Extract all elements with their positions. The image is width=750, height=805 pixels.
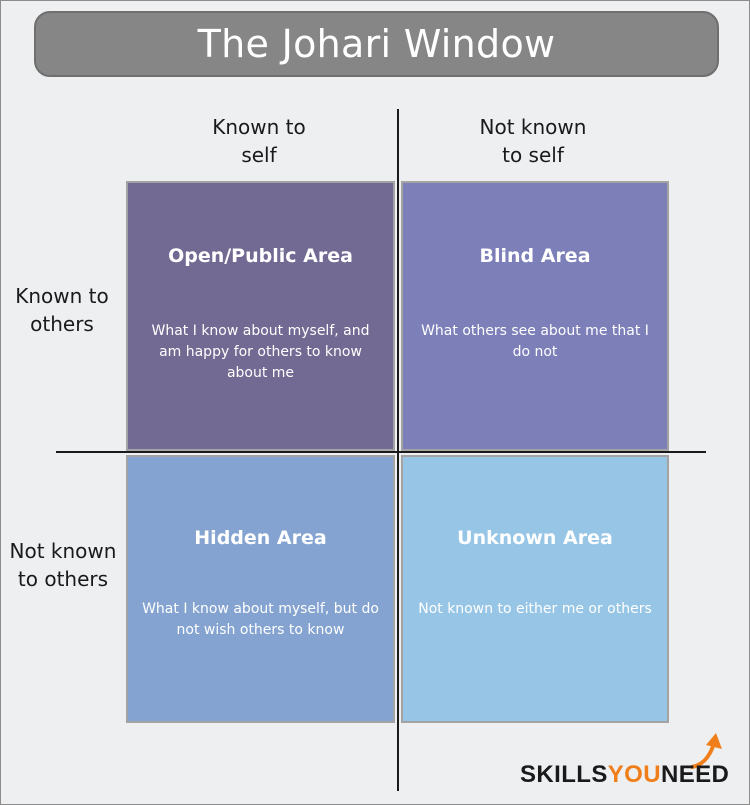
diagram-title: The Johari Window [197,22,556,66]
quadrant-description: What I know about myself, and am happy f… [151,323,370,381]
logo-word-need: NEED [660,761,730,788]
quadrant-heading: Open/Public Area [168,245,353,267]
logo-word-skills: SKILLS [520,761,608,788]
row-label-not-known-to-others: Not known to others [9,539,117,591]
quadrant-hidden-area: Hidden Area What I know about myself, bu… [126,455,395,723]
skills-you-need-logo: SKILLSYOUNEED [520,731,740,791]
title-bar: The Johari Window [34,11,719,77]
vertical-axis-line [397,109,399,791]
quadrant-description: What I know about myself, but do not wis… [142,601,379,638]
quadrant-heading: Unknown Area [457,527,613,549]
upward-arrow-icon [690,733,722,769]
column-label-not-known-to-self: Not known to self [479,115,587,167]
quadrant-blind-area: Blind Area What others see about me that… [401,181,669,451]
logo-word-you: YOU [607,761,661,788]
horizontal-axis-line [56,451,706,453]
quadrant-description: Not known to either me or others [418,601,652,617]
quadrant-heading: Blind Area [479,245,591,267]
quadrant-description: What others see about me that I do not [421,323,649,360]
quadrant-unknown-area: Unknown Area Not known to either me or o… [401,455,669,723]
quadrant-open-public-area: Open/Public Area What I know about mysel… [126,181,395,451]
row-label-known-to-others: Known to others [15,284,109,336]
quadrant-heading: Hidden Area [194,527,327,549]
logo-wordmark: SKILLSYOUNEED [520,761,729,789]
column-label-known-to-self: Known to self [212,115,306,167]
